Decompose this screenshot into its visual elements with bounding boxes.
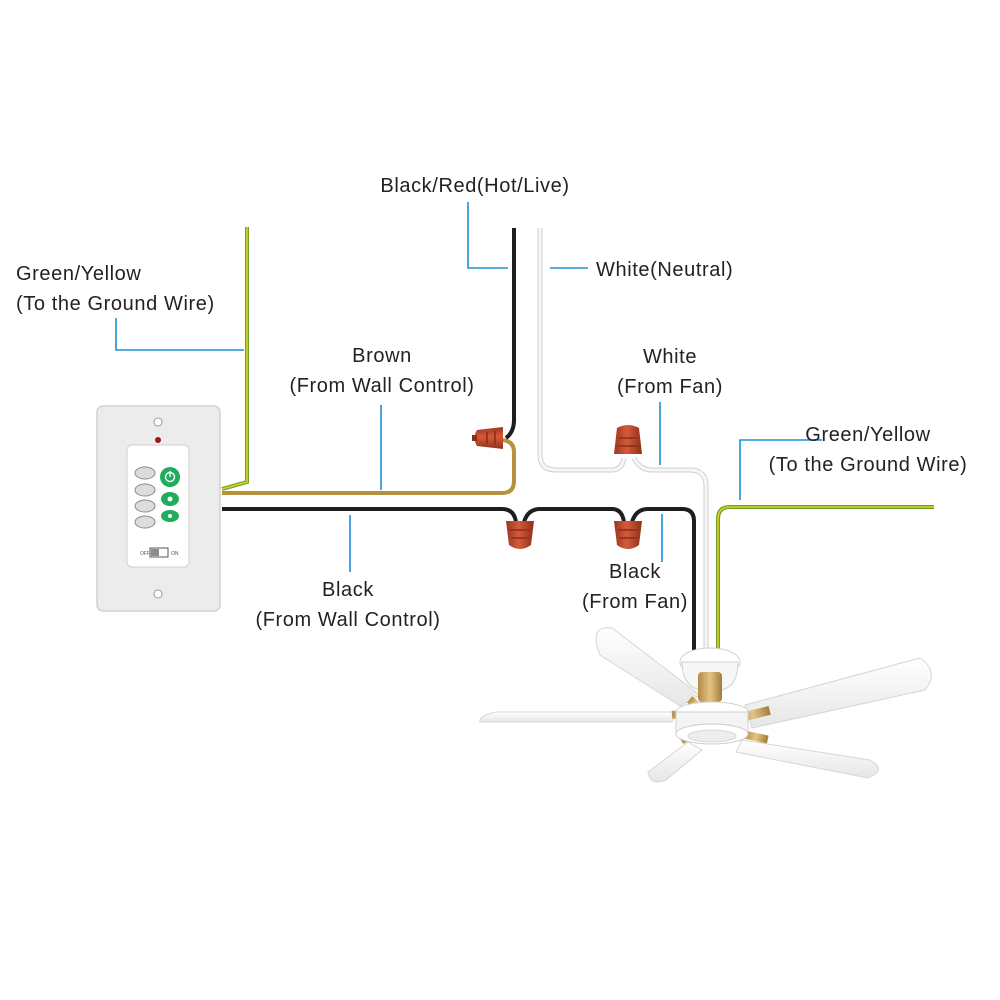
label-hot: Black/Red(Hot/Live)	[350, 171, 600, 201]
label-hot-text: Black/Red(Hot/Live)	[380, 175, 570, 197]
ground-wire-left	[221, 227, 249, 491]
fan-blade	[479, 711, 677, 723]
ground-wire-right	[716, 505, 934, 650]
fan-speed-icon	[134, 466, 156, 480]
white-fan-wire	[631, 456, 709, 650]
wire-nut-black-right	[614, 521, 642, 549]
label-ground-left: Green/Yellow (To the Ground Wire)	[16, 259, 215, 319]
status-led	[155, 437, 161, 443]
control-buttons	[134, 466, 180, 529]
label-white-fan-line2: (From Fan)	[617, 376, 723, 398]
label-neutral-text: White(Neutral)	[596, 259, 734, 281]
label-ground-left-line2: (To the Ground Wire)	[16, 293, 215, 315]
black-wall-wire	[222, 507, 518, 523]
fan-blade	[744, 657, 932, 729]
label-ground-right: Green/Yellow (To the Ground Wire)	[748, 420, 988, 480]
fan-blade	[595, 627, 701, 707]
neutral-wire	[537, 228, 627, 473]
leader-ground-left	[115, 318, 244, 351]
brown-wire	[222, 438, 516, 495]
label-ground-right-line1: Green/Yellow	[805, 424, 931, 446]
fan-speed-icon	[134, 483, 156, 497]
plate-screw-bottom	[153, 589, 163, 599]
label-black-fan: Black (From Fan)	[560, 557, 710, 617]
wire-nut-black-left	[506, 521, 534, 549]
leader-ground-right	[739, 439, 822, 500]
label-black-wall-line2: (From Wall Control)	[255, 609, 441, 631]
label-ground-left-line1: Green/Yellow	[16, 263, 142, 285]
switch-on-label: ON	[171, 551, 179, 557]
hot-wire	[504, 228, 516, 440]
label-white-fan: White (From Fan)	[590, 342, 750, 402]
label-neutral: White(Neutral)	[596, 255, 733, 285]
ceiling-fan	[479, 627, 932, 783]
fan-blade	[735, 739, 879, 779]
black-jumper-wire	[522, 507, 626, 523]
black-fan-wire	[630, 507, 696, 650]
label-black-fan-line1: Black	[609, 561, 661, 583]
leader-hot	[467, 202, 508, 269]
label-brown-line1: Brown	[352, 345, 412, 367]
reverse-icon	[134, 515, 156, 529]
wire-nut-hot	[472, 427, 503, 449]
wire-nut-neutral	[614, 425, 642, 454]
label-black-wall-line1: Black	[322, 579, 374, 601]
leader-lines	[115, 202, 822, 572]
label-brown: Brown (From Wall Control)	[262, 341, 502, 401]
label-brown-line2: (From Wall Control)	[289, 375, 475, 397]
fan-gold-ring	[698, 672, 722, 702]
blade-arm	[743, 730, 769, 744]
plate-screw-top	[153, 417, 163, 427]
switch-off-label: OFF	[140, 551, 150, 557]
fan-speed-icon	[134, 499, 156, 513]
fan-blade	[647, 741, 703, 783]
label-black-fan-line2: (From Fan)	[582, 591, 688, 613]
label-black-wall: Black (From Wall Control)	[228, 575, 468, 635]
label-ground-right-line2: (To the Ground Wire)	[768, 454, 968, 476]
wall-control: OFF ON	[96, 405, 221, 612]
label-white-fan-line1: White	[642, 346, 698, 368]
